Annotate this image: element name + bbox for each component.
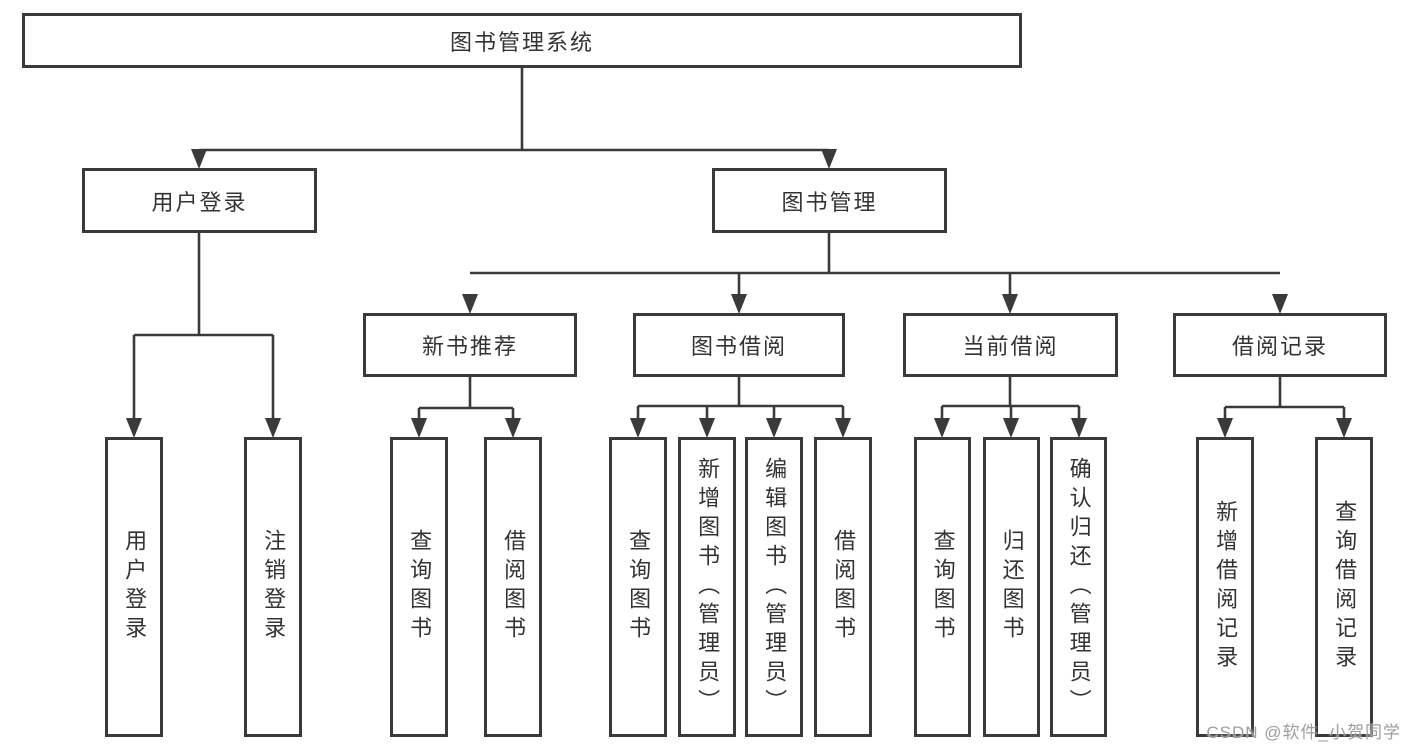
node-label: 图书管理系统 bbox=[449, 29, 594, 55]
node-current-borrowing: 当前借阅 bbox=[903, 313, 1118, 377]
leaf-recommend-query-books: 查询图书 bbox=[390, 437, 448, 737]
leaf-records-add-record: 新增借阅记录 bbox=[1196, 437, 1254, 737]
node-borrow-records: 借阅记录 bbox=[1173, 313, 1387, 377]
leaf-borrowing-add-books-admin: 新增图书（管理员） bbox=[678, 437, 736, 737]
node-label: 新增图书（管理员） bbox=[695, 456, 721, 718]
node-new-book-recommend: 新书推荐 bbox=[363, 313, 577, 377]
leaf-current-query-books: 查询图书 bbox=[914, 437, 971, 737]
node-label: 确认归还（管理员） bbox=[1066, 456, 1092, 718]
node-user-login: 用户登录 bbox=[82, 168, 317, 233]
leaf-borrowing-edit-books-admin: 编辑图书（管理员） bbox=[745, 437, 803, 737]
node-label: 新书推荐 bbox=[421, 334, 518, 359]
node-label: 查询图书 bbox=[626, 529, 652, 645]
leaf-logout: 注销登录 bbox=[244, 437, 302, 737]
node-label: 查询借阅记录 bbox=[1332, 500, 1358, 674]
arrowheads bbox=[126, 149, 1352, 438]
node-label: 用户登录 bbox=[122, 529, 148, 645]
node-label: 归还图书 bbox=[999, 529, 1025, 645]
node-label: 新增借阅记录 bbox=[1213, 500, 1239, 674]
leaf-user-login: 用户登录 bbox=[105, 437, 163, 737]
node-label: 图书借阅 bbox=[690, 334, 787, 359]
leaf-recommend-borrow-books: 借阅图书 bbox=[484, 437, 542, 737]
node-label: 借阅图书 bbox=[831, 529, 857, 645]
node-label: 查询图书 bbox=[407, 529, 433, 645]
leaf-records-query-record: 查询借阅记录 bbox=[1315, 437, 1373, 737]
leaf-borrowing-query-books: 查询图书 bbox=[609, 437, 667, 737]
node-label: 编辑图书（管理员） bbox=[762, 456, 788, 718]
node-label: 图书管理 bbox=[781, 189, 878, 215]
node-label: 借阅记录 bbox=[1231, 334, 1328, 359]
csdn-watermark: CSDN @软件_小贺同学 bbox=[1206, 723, 1401, 742]
node-book-borrowing: 图书借阅 bbox=[633, 313, 845, 377]
node-book-management: 图书管理 bbox=[712, 168, 947, 233]
leaf-borrowing-borrow-books: 借阅图书 bbox=[814, 437, 872, 737]
node-label: 查询图书 bbox=[930, 529, 956, 645]
leaf-current-return-books: 归还图书 bbox=[983, 437, 1040, 737]
node-label: 注销登录 bbox=[261, 529, 287, 645]
node-label: 当前借阅 bbox=[962, 334, 1059, 359]
node-label: 用户登录 bbox=[151, 189, 248, 215]
leaf-current-confirm-return-admin: 确认归还（管理员） bbox=[1050, 437, 1107, 737]
node-label: 借阅图书 bbox=[501, 529, 527, 645]
node-library-system: 图书管理系统 bbox=[22, 13, 1022, 68]
